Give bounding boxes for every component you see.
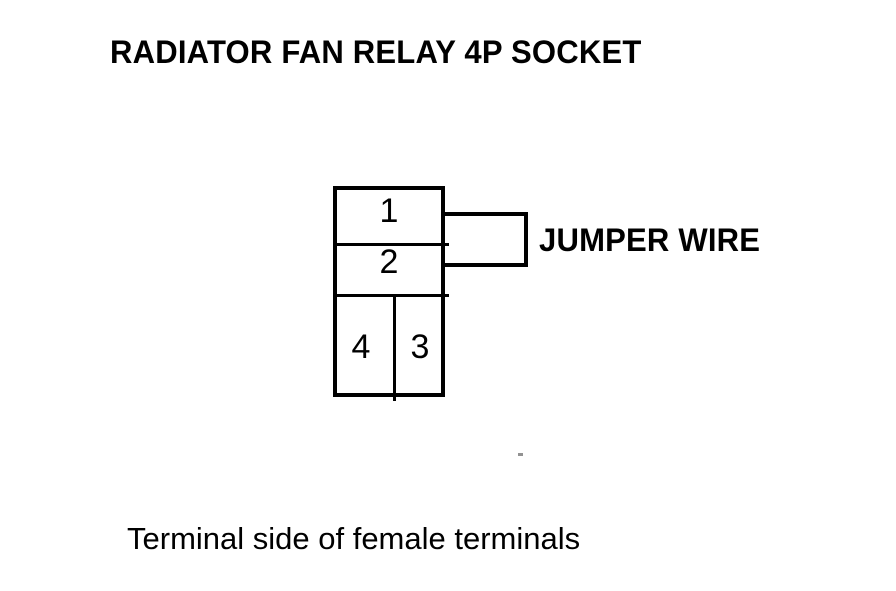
terminal-label-2: 2 bbox=[379, 243, 399, 281]
terminal-label-3: 3 bbox=[410, 328, 430, 366]
diagram-caption: Terminal side of female terminals bbox=[127, 521, 581, 556]
relay-socket-body bbox=[333, 186, 449, 401]
socket-divider-vertical bbox=[393, 294, 396, 401]
terminal-label-4: 4 bbox=[351, 328, 371, 366]
socket-divider-row-1 bbox=[337, 243, 449, 246]
jumper-wire-label: JUMPER WIRE bbox=[539, 222, 761, 258]
terminal-label-1: 1 bbox=[379, 192, 399, 230]
jumper-wire-shape bbox=[441, 212, 528, 267]
page-title: RADIATOR FAN RELAY 4P SOCKET bbox=[110, 34, 642, 70]
scan-artifact-speck bbox=[518, 453, 523, 456]
